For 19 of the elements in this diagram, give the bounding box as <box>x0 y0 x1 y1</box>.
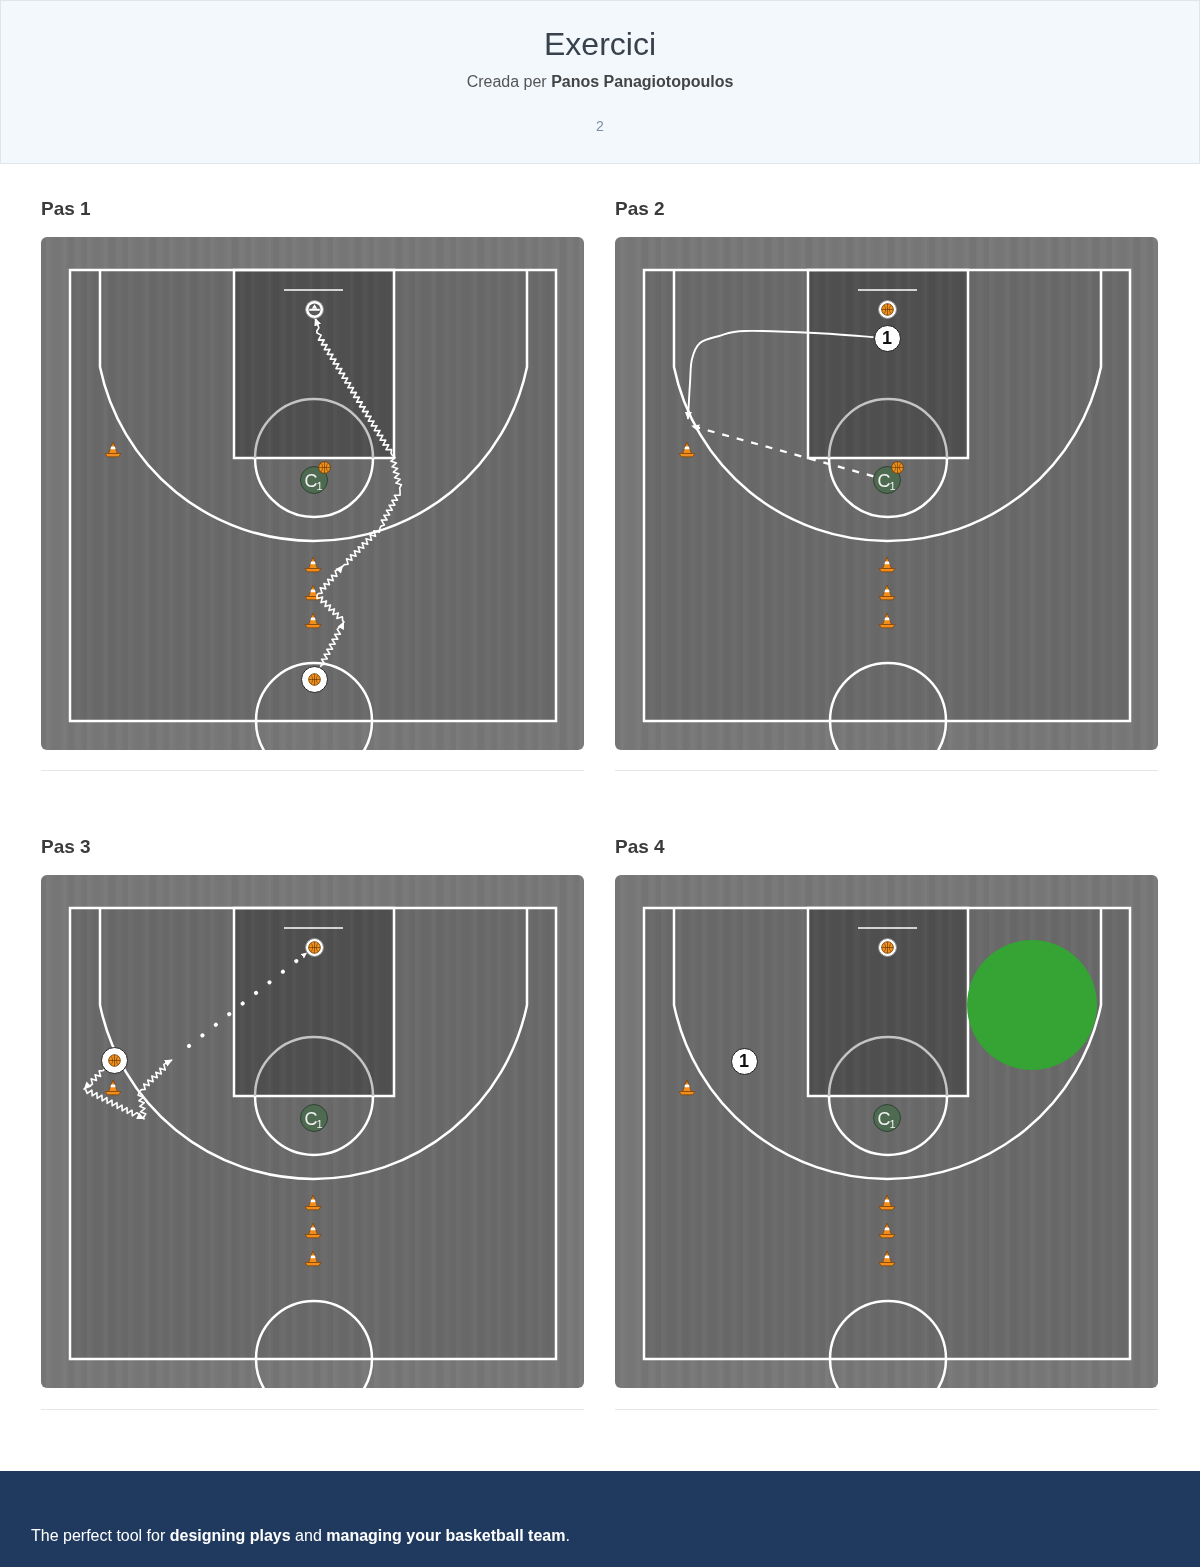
player-number: 1 <box>739 1051 749 1071</box>
tagline: The perfect tool for designing plays and managing your basketball team. <box>31 1526 570 1546</box>
step-heading: Pas 2 <box>615 197 665 221</box>
step-heading: Pas 3 <box>41 835 91 859</box>
author-credit: Creada per Panos Panagiotopoulos <box>466 72 734 92</box>
page-title: Exercici <box>544 25 656 64</box>
pass-arrow <box>691 424 874 478</box>
step-heading: Pas 4 <box>615 835 665 859</box>
cut-arrow <box>684 329 875 420</box>
step-heading: Pas 1 <box>41 197 91 221</box>
shot-arrow <box>187 950 309 1048</box>
dribble-arrow <box>83 1059 173 1120</box>
coach-label: C$_{1}$ <box>304 1111 322 1129</box>
page-number: 2 <box>596 117 604 135</box>
coach-label: C$_{1}$ <box>304 473 322 491</box>
player-number: 1 <box>882 328 892 348</box>
coach-label: C$_{1}$ <box>877 473 895 491</box>
coach-label: C$_{1}$ <box>877 1111 895 1129</box>
dribble-arrow <box>314 317 403 668</box>
